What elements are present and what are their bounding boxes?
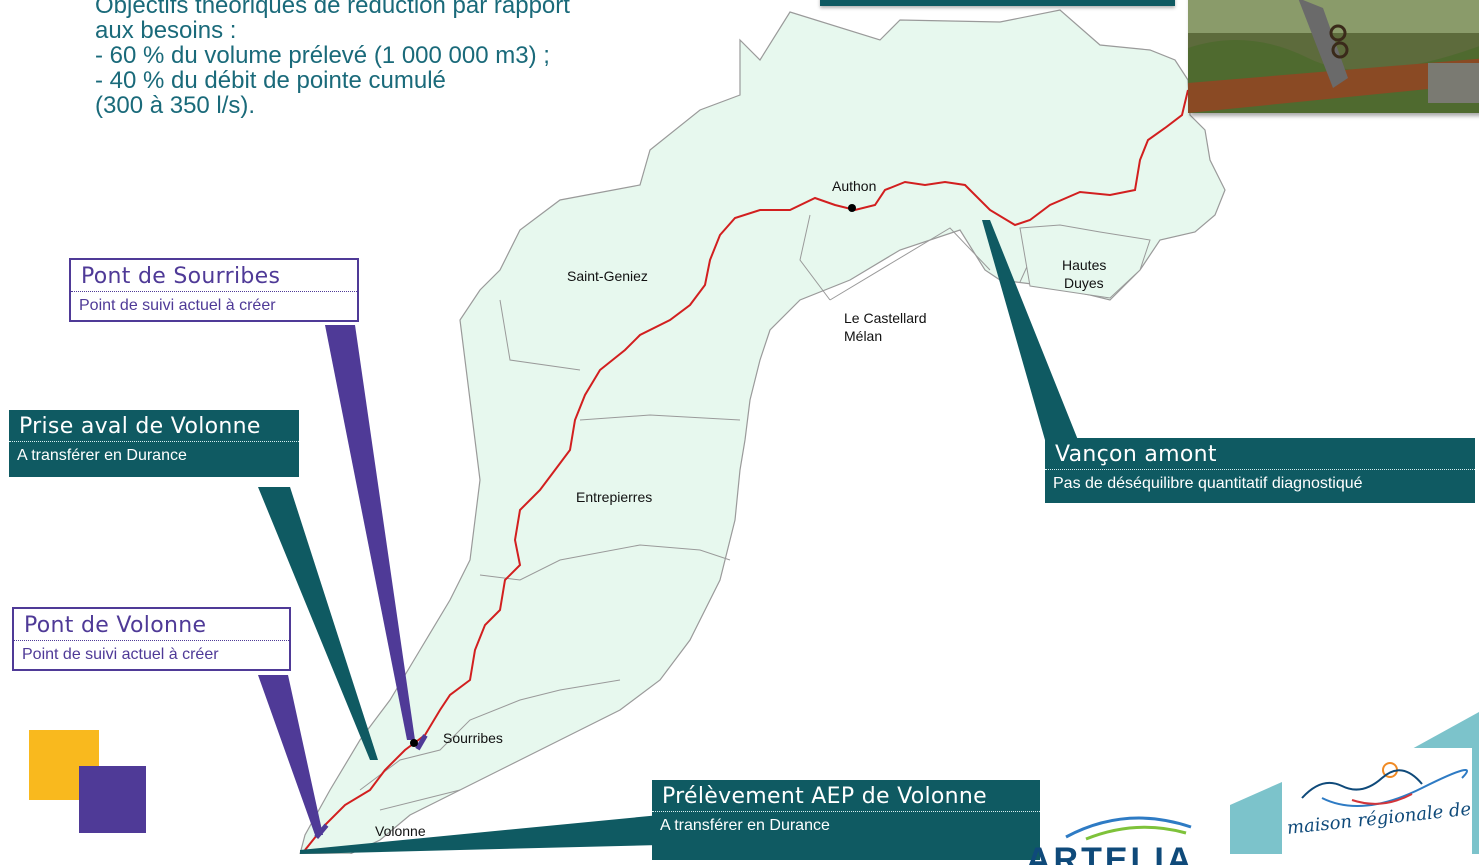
callout-subtitle: Point de suivi actuel à créer <box>71 292 357 320</box>
place-saint-geniez: Saint-Geniez <box>567 268 648 284</box>
artelia-logo-text: ARTELIA <box>1026 841 1195 865</box>
intro-line: aux besoins : <box>95 17 237 44</box>
intro-line: Objectifs théoriques de réduction par ra… <box>95 0 570 19</box>
hautes-duyes-zone <box>1019 224 1151 299</box>
town-dot-sourribes <box>410 739 418 747</box>
monitor-marker-volonne <box>314 823 329 840</box>
basin-outline <box>299 9 1226 854</box>
callout-subtitle: Point de suivi actuel à créer <box>14 641 289 669</box>
callout-subtitle: Pas de déséquilibre quantitatif diagnost… <box>1053 475 1363 492</box>
maison-eau-logo-drawing <box>1301 762 1468 807</box>
place-volonne: Volonne <box>375 823 426 839</box>
place-hautes-duyes-line2: Duyes <box>1064 275 1104 291</box>
artelia-logo: ARTELIA <box>1026 805 1226 865</box>
intro-line: (300 à 350 l/s). <box>95 92 256 119</box>
callout-title: Pont de Volonne <box>14 609 289 641</box>
intro-text: Objectifs théoriques de réduction par ra… <box>95 0 735 118</box>
maison-regionale-eau-logo: maison régionale de l'eau <box>1282 748 1472 854</box>
place-castellard-line1: Le Castellard <box>844 310 927 326</box>
pointer-pont-volonne <box>258 675 323 835</box>
callout-subtitle: A transférer en Durance <box>17 447 187 464</box>
river-photo-illustration <box>1188 0 1479 113</box>
top-header-bar <box>820 0 1175 6</box>
callout-subtitle: A transférer en Durance <box>660 817 830 834</box>
place-sourribes: Sourribes <box>443 730 503 746</box>
callout-vancon-amont: Vançon amont Pas de déséquilibre quantit… <box>1045 438 1475 503</box>
commune-borders <box>359 214 1031 811</box>
callout-prelevement-aep: Prélèvement AEP de Volonne A transférer … <box>652 780 1040 860</box>
place-authon: Authon <box>832 178 877 194</box>
pointer-vancon-amont <box>982 220 1078 440</box>
callout-prise-aval-volonne: Prise aval de Volonne A transférer en Du… <box>9 410 299 477</box>
artelia-logo-swoosh <box>1065 816 1192 841</box>
place-castellard-line2: Mélan <box>844 328 883 344</box>
intro-line: - 40 % du débit de pointe cumulé <box>95 67 446 94</box>
callout-title: Pont de Sourribes <box>71 260 357 292</box>
decor-purple-square <box>79 766 146 833</box>
callout-title: Vançon amont <box>1045 438 1475 470</box>
river-photo <box>1188 0 1479 113</box>
place-entrepierres: Entrepierres <box>576 489 653 505</box>
river-vancon <box>304 89 1189 851</box>
pointer-prelevement <box>300 815 660 854</box>
intro-line: - 60 % du volume prélevé (1 000 000 m3) … <box>95 42 550 69</box>
callout-pont-sourribes: Pont de Sourribes Point de suivi actuel … <box>69 258 359 322</box>
monitor-marker-sourribes <box>415 734 428 751</box>
callout-pont-volonne: Pont de Volonne Point de suivi actuel à … <box>12 607 291 671</box>
town-dot-authon <box>848 204 856 212</box>
decor-teal-shape <box>1230 782 1282 854</box>
pointer-prise-aval <box>258 487 378 760</box>
callout-title: Prélèvement AEP de Volonne <box>652 780 1040 812</box>
callout-title: Prise aval de Volonne <box>9 410 299 442</box>
place-hautes-duyes-line1: Hautes <box>1062 257 1107 273</box>
pointer-pont-sourribes <box>325 325 415 740</box>
